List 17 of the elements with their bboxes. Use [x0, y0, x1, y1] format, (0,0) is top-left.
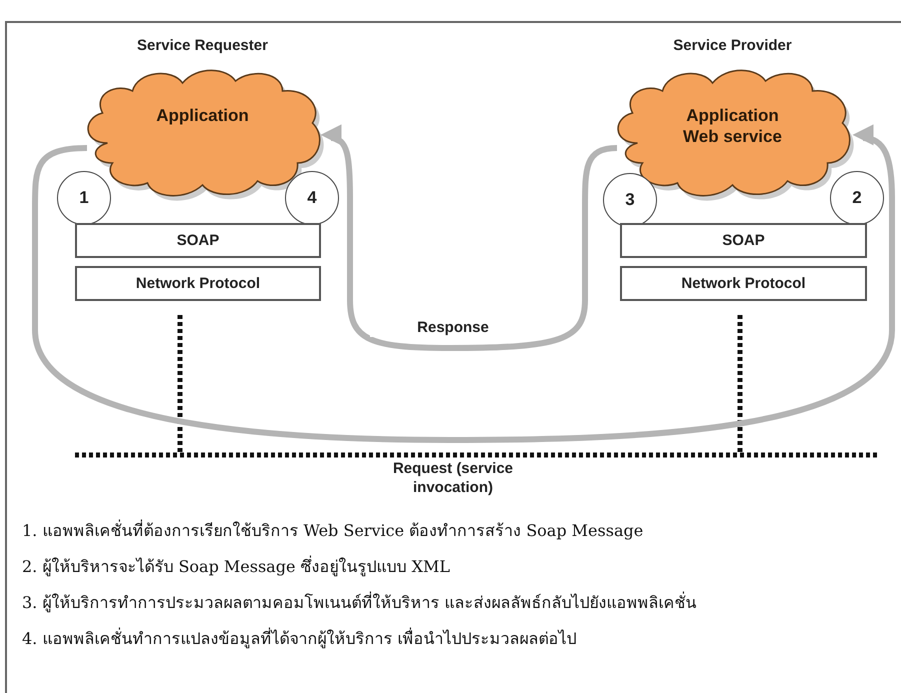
group-heading: Service Requester [136, 37, 269, 54]
layer-box: Network Protocol [620, 266, 867, 301]
step-number: 4 [285, 171, 339, 225]
note-text: 4. แอพพลิเคชั่นทำการแปลงข้อมูลที่ได้จากผู้ให้บริการ เพื่อนำไปประมวลผลต่อไป [22, 626, 576, 650]
step-number: 2 [830, 171, 884, 225]
step-number: 3 [603, 173, 657, 227]
layer-box: SOAP [75, 223, 321, 258]
note-text: 3. ผู้ให้บริการทำการประมวลผลตามคอมโพเนนต์ที่ให้บริหาร และส่งผลลัพธ์กลับไปยังแอพพลิเคชั่น [22, 590, 696, 614]
cloud-label: Application Web service [682, 105, 783, 147]
group-heading: Service Provider [672, 37, 793, 54]
arrow [32, 125, 895, 443]
step-number: 1 [57, 171, 111, 225]
cloud-label: Application [155, 105, 250, 126]
layer-box: Network Protocol [75, 266, 321, 301]
note-text: 1. แอพพลิเคชั่นที่ต้องการเรียกใช้บริการ Web Service ต้องทำการสร้าง Soap Message [22, 518, 644, 542]
layer-box: SOAP [620, 223, 867, 258]
note-text: 2. ผู้ให้บริหารจะได้รับ Soap Message ซึ่งอยู่ในรูปแบบ XML [22, 554, 450, 578]
